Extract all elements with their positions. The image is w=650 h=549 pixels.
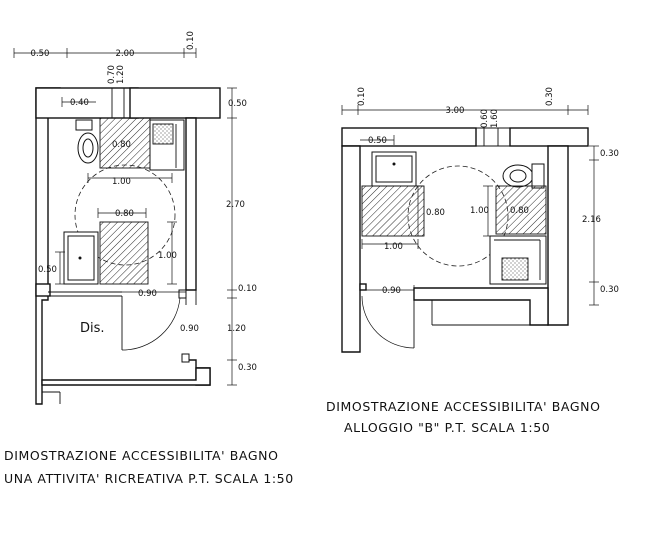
dim-left-right-c: 0.10: [238, 284, 257, 294]
dim-right-top-b: 3.00: [446, 106, 465, 116]
dim-right-sink-space: 0.80: [426, 208, 445, 218]
right-shower-seat: [501, 257, 529, 281]
dim-left-sink-depth: 1.00: [158, 251, 177, 261]
right-toilet-icon: [502, 163, 545, 189]
left-caption-line2: UNA ATTIVITA' RICREATIVA P.T. SCALA 1:50: [4, 471, 294, 486]
left-right-dimension: 0.50 2.70 0.10 1.20 0.30: [226, 87, 257, 386]
dim-right-door: 0.90: [382, 286, 401, 296]
dim-left-top-b: 2.00: [116, 49, 135, 59]
dim-left-side: 0.50: [38, 265, 57, 275]
dim-left-door: 0.90: [138, 289, 157, 299]
dim-right-wc-space: 0.80: [510, 206, 529, 216]
dim-left-right-a: 0.50: [228, 99, 247, 109]
left-plan: 0.50 2.00 0.10: [4, 31, 294, 486]
dim-right-wall-a: 0.60: [480, 109, 490, 128]
dim-right-top-a: 0.10: [357, 87, 367, 106]
right-sink-icon: [371, 151, 417, 187]
left-caption-line1: DIMOSTRAZIONE ACCESSIBILITA' BAGNO: [4, 448, 279, 463]
dim-right-right-b: 2.16: [582, 215, 601, 225]
shower-seat: [152, 123, 174, 145]
dim-left-right-e: 0.30: [238, 363, 257, 373]
right-caption-line1: DIMOSTRAZIONE ACCESSIBILITA' BAGNO: [326, 399, 601, 414]
dim-left-right-d: 1.20: [227, 324, 246, 334]
dim-right-top-c: 0.30: [545, 87, 555, 106]
dim-left-wall-b: 1.20: [116, 65, 126, 84]
right-caption-line2: ALLOGGIO "B" P.T. SCALA 1:50: [344, 420, 550, 435]
right-plan: 0.10 3.00 0.30 0.60 1.60: [326, 87, 619, 435]
dim-right-offset: 0.50: [368, 136, 387, 146]
dim-left-right-b: 2.70: [226, 200, 245, 210]
dim-left-top-c: 0.10: [186, 31, 196, 50]
dim-right-turn: 1.00: [384, 242, 403, 252]
left-walls: [35, 87, 221, 405]
right-wc-approach-area: [495, 185, 547, 235]
dim-right-wall-b: 1.60: [490, 109, 500, 128]
right-top-dimension: 0.10 3.00 0.30: [341, 87, 589, 116]
sink-approach-area: [99, 221, 149, 285]
room-label-dis: Dis.: [80, 321, 105, 336]
door-swing: [121, 296, 181, 351]
dim-left-wall-a: 0.70: [107, 65, 117, 84]
dim-left-top-a: 0.50: [31, 49, 50, 59]
right-right-dimension: 0.30 2.16 0.30: [582, 145, 619, 306]
right-walls: [341, 127, 589, 353]
toilet-icon: [75, 119, 99, 164]
dim-left-door-b: 0.90: [180, 324, 199, 334]
right-door-swing: [361, 295, 415, 349]
dim-left-offset: 0.40: [70, 98, 89, 108]
dim-left-sink-space: 0.80: [115, 209, 134, 219]
sink-icon: [63, 231, 99, 285]
dim-left-turn-width: 1.00: [112, 177, 131, 187]
dim-right-right-a: 0.30: [600, 149, 619, 159]
turning-circle: [74, 164, 176, 266]
right-sink-approach-area: [361, 185, 425, 237]
dim-right-right-c: 0.30: [600, 285, 619, 295]
dim-right-turn-h: 1.00: [470, 206, 489, 216]
dim-left-wc-space: 0.80: [112, 140, 131, 150]
left-top-dimension: 0.50 2.00 0.10: [13, 31, 197, 59]
